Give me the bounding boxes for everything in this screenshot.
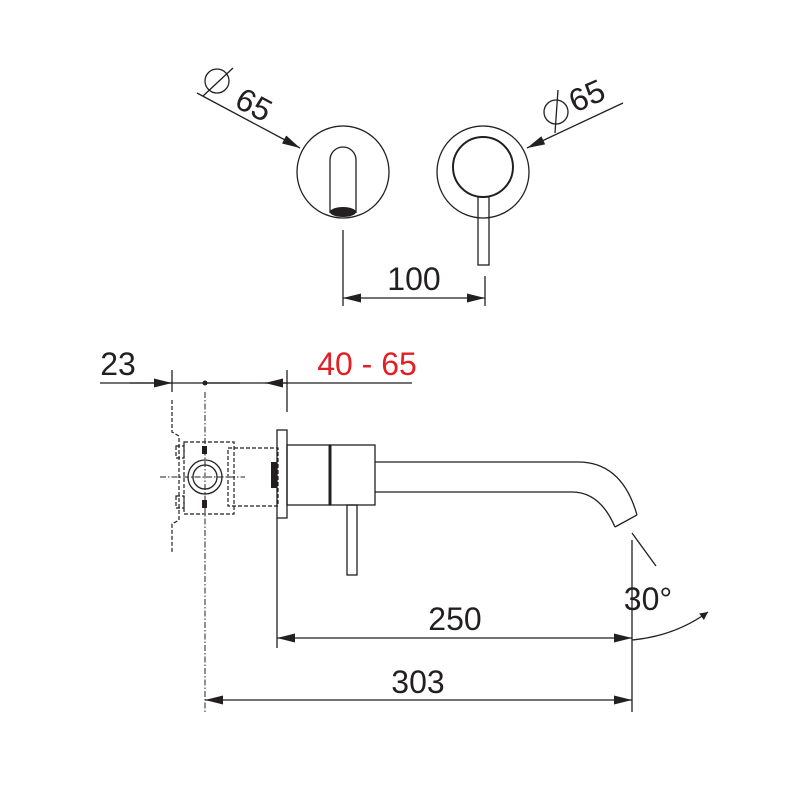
wall-offset-label: 23 (100, 346, 136, 382)
wall-depth-range-label: 40 - 65 (317, 346, 417, 382)
total-length-dimension: 303 (205, 664, 632, 705)
spout-reach-dimension: 250 (276, 518, 633, 712)
total-length-label: 303 (391, 664, 444, 700)
concealed-valve-body (171, 400, 279, 553)
spacing-dimension: 100 (342, 230, 486, 306)
spout-reach-label: 250 (428, 601, 481, 637)
mixer-front-view (436, 125, 530, 266)
spout-front-view (296, 125, 390, 219)
spout-angle-label: 30° (624, 581, 672, 617)
right-diameter-dimension: 65 (526, 72, 624, 149)
spout-angle-dimension: 30° (624, 532, 709, 641)
left-diameter-dimension: 65 (196, 67, 301, 149)
wall-dimensions: 23 40 - 65 (100, 346, 417, 412)
spacing-label: 100 (387, 261, 440, 297)
faucet-side-view (276, 429, 638, 576)
left-diameter-label: 65 (230, 80, 278, 128)
